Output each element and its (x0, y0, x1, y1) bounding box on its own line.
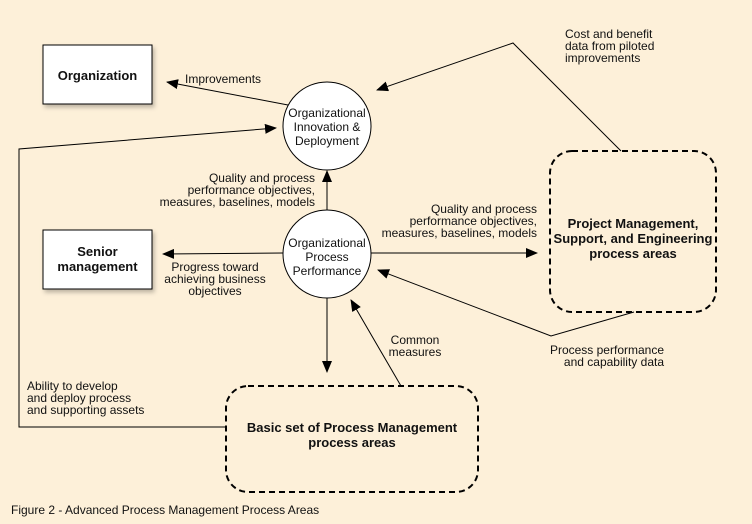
senior-management-label: Senior management (57, 244, 138, 274)
basic-pm-label: Basic set of Process Management process … (246, 420, 458, 450)
improvements-label: Improvements (185, 72, 262, 86)
qpp-up-label: Quality and process performance objectiv… (159, 171, 315, 209)
senior-management-box (42, 229, 153, 290)
qpp-right-label: Quality and process performance objectiv… (381, 202, 537, 240)
opp-label: Organizational Process Performance (288, 236, 366, 278)
edge-cost-benefit (376, 42, 622, 152)
progress-label: Progress toward achieving business objec… (164, 260, 266, 298)
organization-label: Organization (57, 68, 138, 83)
edge-progress (162, 248, 284, 259)
edge-improvements (166, 79, 289, 106)
process-perf-data-label: Process performance and capability data (549, 343, 664, 369)
figure-caption: Figure 2 - Advanced Process Management P… (11, 503, 320, 517)
project-mgmt-label: Project Management, Support, and Enginee… (553, 216, 713, 261)
ability-label: Ability to develop and deploy process an… (27, 379, 145, 417)
project-mgmt-box (549, 150, 717, 313)
edge-process-perf-data (377, 269, 635, 337)
common-measures-label: Common measures (388, 333, 442, 359)
edge-ability (18, 123, 277, 428)
basic-pm-box (225, 385, 479, 493)
edge-common-measures (350, 299, 402, 387)
cost-benefit-label: Cost and benefit data from piloted impro… (565, 27, 655, 65)
oid-label: Organizational Innovation & Deployment (288, 106, 366, 148)
organization-box (42, 44, 153, 105)
